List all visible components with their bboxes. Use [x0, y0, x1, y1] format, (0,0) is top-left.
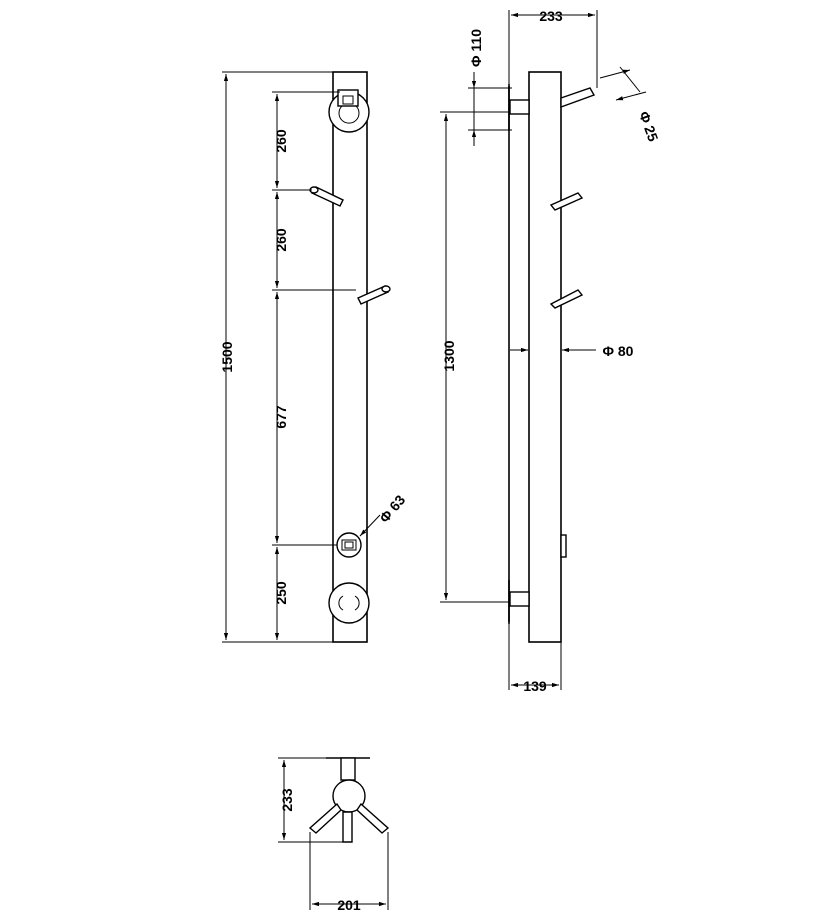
dim-wall-depth: 139 [523, 678, 547, 694]
dim-mount-diameter: Φ 110 [468, 29, 484, 67]
plan-hook-left [308, 802, 342, 834]
side-hook-2 [549, 192, 584, 211]
front-hook-1 [309, 186, 344, 207]
dim-plan-depth: 233 [279, 788, 295, 812]
side-bottom-bracket [508, 580, 530, 622]
plan-hook-right [356, 802, 390, 834]
side-bar [528, 71, 562, 643]
front-view: 1500 260 260 677 250 Φ 63 [219, 71, 408, 643]
plan-hook-center [342, 811, 353, 843]
side-valve [560, 534, 567, 558]
side-top-bracket [508, 86, 530, 130]
plan-view: 233 201 [278, 757, 390, 913]
dim-spacing-bottom: 250 [273, 581, 289, 605]
dim-plan-width: 201 [337, 897, 361, 913]
dim-spacing-lower: 677 [273, 405, 289, 429]
front-bar [332, 71, 368, 643]
side-view: 233 Φ 110 Φ 25 1300 Φ 80 139 [440, 8, 662, 694]
dim-total-height: 1500 [219, 341, 235, 372]
dim-spacing-top: 260 [273, 129, 289, 153]
dim-top-offset: 233 [539, 8, 563, 24]
front-bottom-mount [328, 582, 370, 624]
dim-bracket-spacing: 1300 [441, 340, 457, 371]
front-hook-2 [357, 285, 391, 305]
dim-hook-diameter: Φ 25 [636, 109, 662, 144]
front-valve [336, 532, 362, 558]
dim-spacing-middle: 260 [273, 228, 289, 252]
side-hook-3 [549, 289, 584, 309]
side-hook-1 [560, 87, 596, 108]
dim-valve-diameter: Φ 63 [376, 492, 408, 526]
front-top-mount [328, 89, 370, 133]
dim-bar-diameter: Φ 80 [603, 343, 634, 359]
